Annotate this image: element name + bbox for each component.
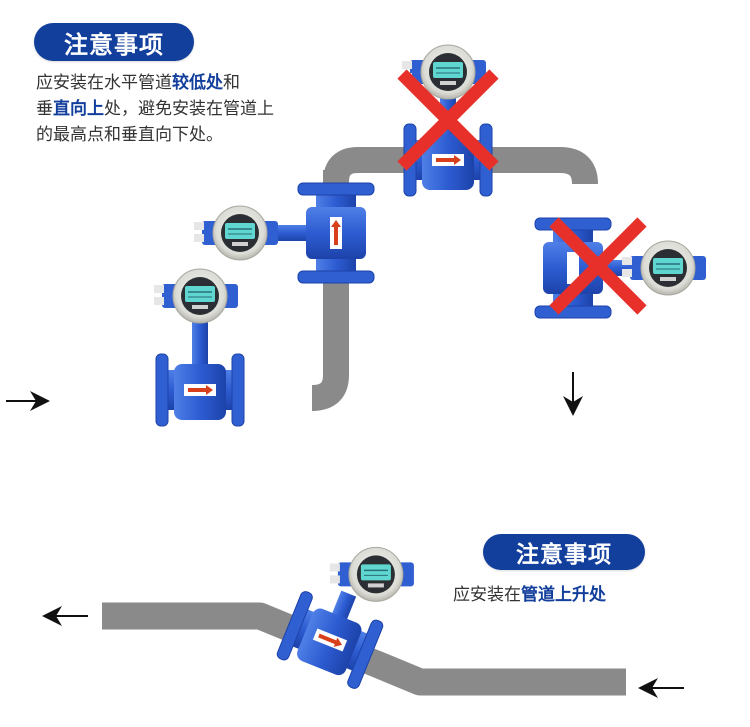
- lcd-display: [653, 258, 683, 274]
- lcd-display: [361, 564, 391, 580]
- notice-text-segment: 和: [223, 73, 240, 93]
- meter-vertical-up: [194, 183, 374, 283]
- notice-highlight: 直向上: [53, 99, 104, 119]
- notice-text-bottom: 应安装在管道上升处: [453, 582, 606, 608]
- notice-highlight: 较低处: [172, 73, 223, 93]
- meter-top-highest: [402, 45, 494, 196]
- lcd-display: [433, 62, 463, 78]
- notice-badge-top: 注意事项: [34, 23, 194, 61]
- notice-text-segment: 处，避免安装在管道上: [104, 99, 274, 119]
- meter-low-horizontal: [154, 269, 244, 426]
- notice-line-2: 垂直向上处，避免安装在管道上: [36, 96, 274, 122]
- notice-line-1: 应安装在水平管道较低处和: [36, 70, 274, 96]
- notice-text-segment: 的最高点和垂直向下处。: [36, 125, 223, 145]
- meter-vertical-down: [535, 218, 706, 318]
- notice-badge-bottom: 注意事项: [483, 534, 645, 570]
- notice-text-segment: 应安装在: [453, 585, 521, 605]
- notice-text-segment: 垂: [36, 99, 53, 119]
- notice-text-segment: 应安装在水平管道: [36, 73, 172, 93]
- notice-highlight: 管道上升处: [521, 585, 606, 605]
- lcd-display: [185, 286, 215, 302]
- lcd-display: [225, 223, 255, 239]
- notice-line-3: 的最高点和垂直向下处。: [36, 122, 274, 148]
- notice-text-top: 应安装在水平管道较低处和 垂直向上处，避免安装在管道上 的最高点和垂直向下处。: [36, 70, 274, 148]
